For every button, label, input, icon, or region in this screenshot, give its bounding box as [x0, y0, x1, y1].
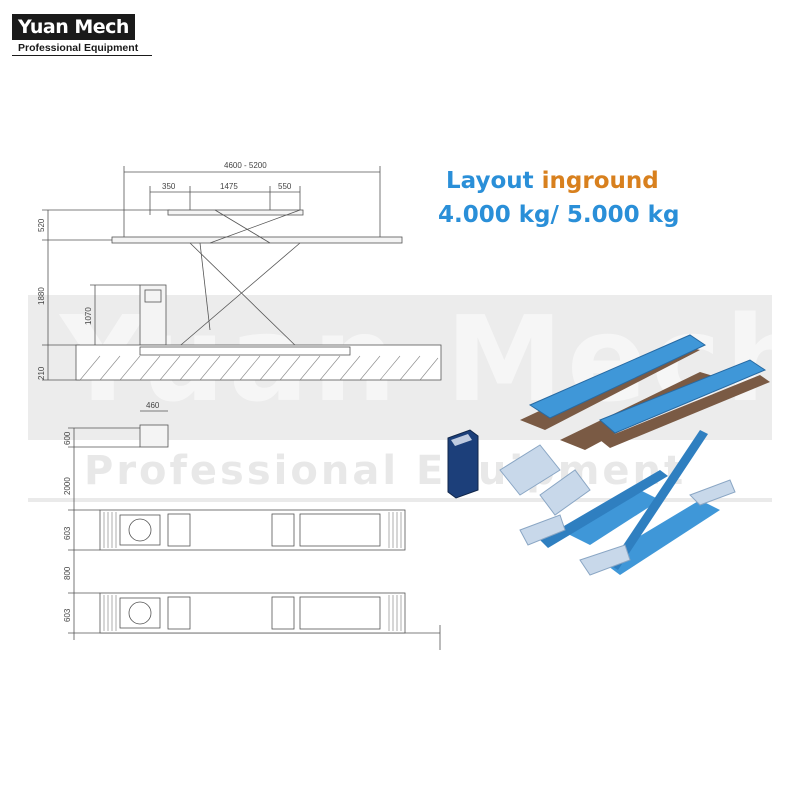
upper-scissor-a [209, 209, 301, 244]
platform-blue-right [599, 359, 767, 434]
pit [139, 346, 351, 356]
platform-plan-1 [99, 509, 406, 551]
lift-3d-render [447, 334, 770, 576]
platform-plan-1-slip [299, 513, 381, 547]
console-panel [144, 289, 162, 303]
platform-plan-2 [99, 592, 406, 634]
lower-scissor-a [189, 242, 301, 351]
platform-plan-1-pad-a [167, 513, 191, 547]
drive-on-ramp-right [539, 469, 591, 516]
lower-platform [111, 236, 403, 244]
dim-console-depth: 600 [63, 431, 72, 445]
hydraulic-cylinder [199, 242, 211, 331]
platform-plan-2-pad-b [271, 596, 295, 630]
upper-platform [167, 209, 304, 216]
dim-console-gap: 2000 [63, 477, 72, 495]
platform-blue-left [528, 334, 707, 419]
drive-on-ramp-left [499, 444, 561, 496]
platform-plan-2-turnplate [119, 597, 161, 629]
runway-brown-far [600, 375, 770, 448]
control-console-top [139, 424, 169, 448]
title-layout: Layout [446, 168, 534, 194]
scissor-arm-a [540, 470, 668, 548]
dim-platform-width-2: 603 [63, 608, 72, 622]
base-plate-left [519, 514, 566, 546]
platform-plan-2-pad-a [167, 596, 191, 630]
brand-logo: Yuan Mech Professional Equipment [12, 14, 152, 56]
dim-right-offset: 550 [278, 182, 292, 191]
platform-plan-2-slip [299, 596, 381, 630]
plan-view [68, 410, 441, 650]
side-view [42, 166, 442, 381]
dim-lift-height: 1880 [37, 287, 46, 305]
control-cabinet [447, 429, 479, 499]
lower-scissor-b [174, 242, 301, 351]
platform-plan-1-turnplate [119, 514, 161, 546]
ramp-hatch [103, 512, 402, 631]
watermark-underline [28, 498, 772, 502]
floor-hatch [79, 355, 439, 381]
title-inground: inground [541, 168, 659, 194]
dim-console-height: 1070 [84, 307, 93, 325]
capacity-title: 4.000 kg/ 5.000 kg [438, 202, 680, 228]
dim-overall-length: 4600 - 5200 [224, 161, 267, 170]
platform-plan-1-pad-b [271, 513, 295, 547]
scissor-base-left [560, 490, 660, 545]
upper-scissor-b [214, 209, 271, 244]
logo-tagline: Professional Equipment [12, 40, 152, 56]
scissor-arm-b [610, 430, 708, 570]
control-console-side [139, 284, 167, 346]
layout-title: Layout inground [446, 168, 659, 194]
dim-platform-width-1: 603 [63, 526, 72, 540]
dim-console-width: 460 [146, 401, 160, 410]
logo-brand-text: Yuan Mech [12, 14, 135, 40]
dim-pit-depth: 210 [37, 366, 46, 380]
platform-plan-2-turnplate-circle [128, 601, 152, 625]
dim-gap-between: 800 [63, 566, 72, 580]
rear-ramp-right [689, 479, 736, 506]
scissor-base-right [600, 500, 720, 575]
dim-platform-height: 520 [37, 218, 46, 232]
dim-center: 1475 [220, 182, 238, 191]
base-plate-right [579, 544, 631, 576]
dim-left-offset: 350 [162, 182, 176, 191]
control-cabinet-top [451, 434, 472, 446]
platform-plan-1-turnplate-circle [128, 518, 152, 542]
